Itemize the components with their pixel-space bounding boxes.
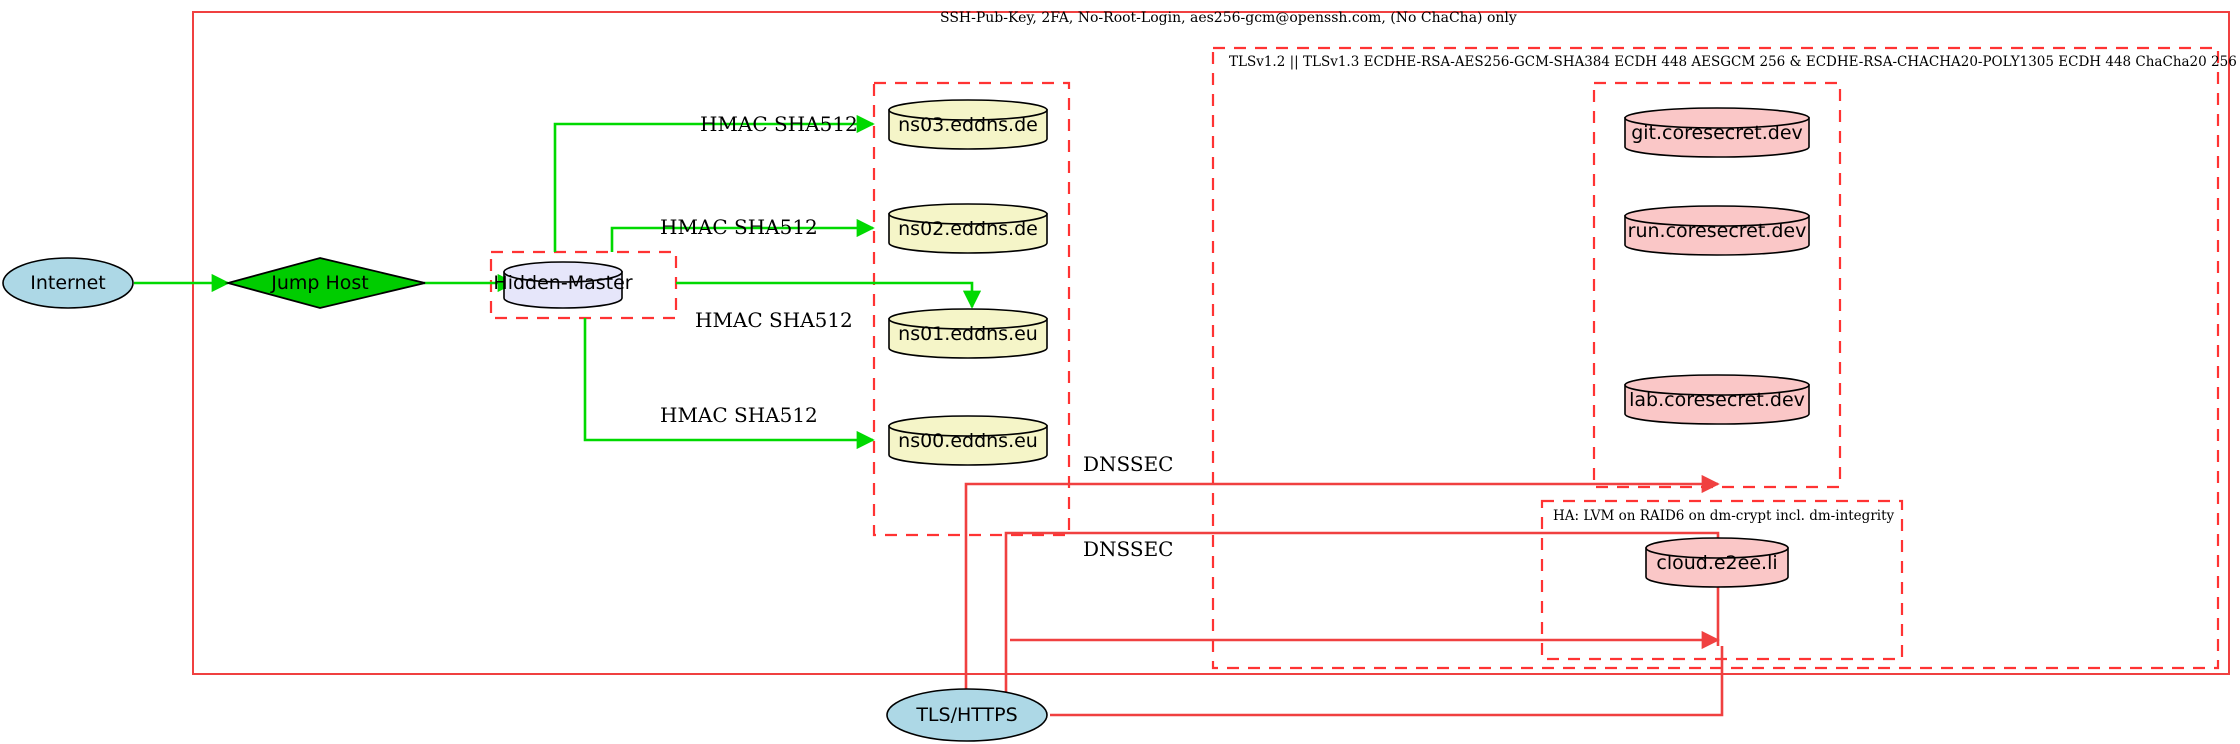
- node-ns02-shape: [888, 203, 1048, 254]
- edge-label-hmac-ns00: HMAC SHA512: [660, 403, 818, 427]
- node-internet-shape: [2, 257, 134, 309]
- node-ns00-shape: [888, 415, 1048, 466]
- node-cloud-shape: [1645, 537, 1789, 588]
- edge-master-ns03: [553, 114, 875, 252]
- cluster-tls-label: TLSv1.2 || TLSv1.3 ECDHE-RSA-AES256-GCM-…: [1229, 54, 2237, 70]
- cluster-master-box: [489, 250, 678, 320]
- cluster-dns-box: [872, 81, 1071, 537]
- edge-label-dnssec-1: DNSSEC: [1083, 452, 1174, 476]
- node-ns01-shape: [888, 308, 1048, 359]
- edge-master-ns01: [676, 281, 982, 309]
- node-jumphost-shape: [224, 257, 426, 309]
- cluster-tls-box: [1211, 46, 2220, 670]
- node-git-shape: [1624, 107, 1810, 158]
- edge-master-ns02: [610, 218, 875, 252]
- edge-label-dnssec-2: DNSSEC: [1083, 537, 1174, 561]
- node-hiddenmaster-shape: [503, 261, 623, 309]
- node-lab-shape: [1624, 374, 1810, 425]
- edge-master-ns00: [583, 318, 875, 450]
- edge-dnssec-lower: [1004, 531, 1720, 700]
- node-tlshttps-shape: [886, 688, 1048, 742]
- cluster-ssh-box: [192, 11, 2230, 675]
- edge-label-hmac-ns02: HMAC SHA512: [660, 215, 818, 239]
- cluster-ssh-label: SSH-Pub-Key, 2FA, No-Root-Login, aes256-…: [940, 10, 1517, 26]
- cluster-core-box: [1592, 81, 1842, 489]
- edge-label-hmac-ns03: HMAC SHA512: [700, 112, 858, 136]
- node-ns03-shape: [888, 99, 1048, 150]
- edge-dnssec-upper: [964, 474, 1720, 715]
- edge-tls-out: [1050, 646, 1724, 717]
- node-run-shape: [1624, 205, 1810, 256]
- cluster-ha-label: HA: LVM on RAID6 on dm-crypt incl. dm-in…: [1553, 508, 1895, 524]
- edge-label-hmac-ns01: HMAC SHA512: [695, 308, 853, 332]
